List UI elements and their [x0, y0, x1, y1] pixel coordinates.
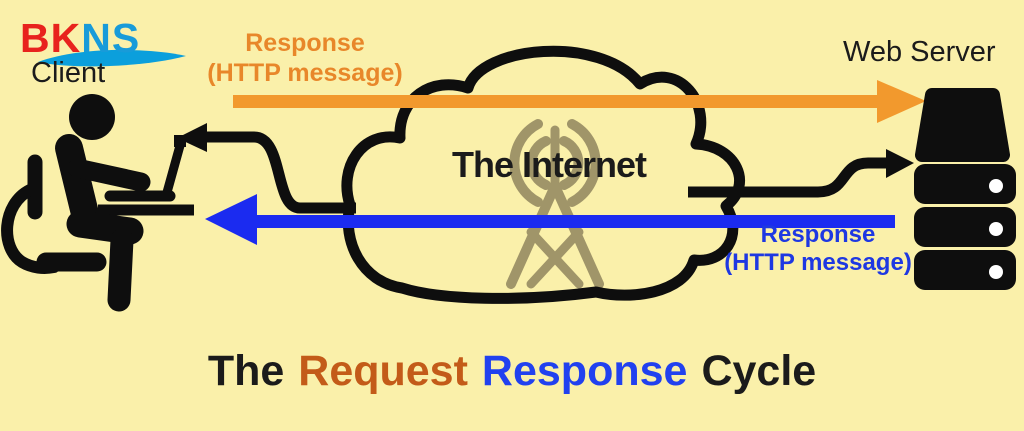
cloud-icon	[341, 45, 745, 304]
arrow-left-head-icon	[177, 123, 207, 152]
client-label: Client	[31, 57, 106, 89]
logo-red-part: BK	[20, 15, 82, 61]
internet-label: The Internet	[451, 144, 647, 185]
title-word-cycle: Cycle	[701, 347, 817, 395]
person-at-laptop-icon	[1, 94, 194, 312]
response-arrow-label-line2: (HTTP message)	[724, 249, 912, 277]
server-led-icon	[989, 222, 1003, 236]
page-title: The Request Response Cycle	[0, 347, 1024, 396]
server-led-icon	[989, 265, 1003, 279]
request-arrow-label: Response (HTTP message)	[185, 29, 425, 88]
request-arrow-label-line2: (HTTP message)	[207, 58, 403, 87]
swoosh-icon	[38, 49, 186, 67]
server-led-icon	[989, 179, 1003, 193]
title-word-response: Response	[481, 347, 688, 395]
radio-tower-icon	[506, 119, 604, 289]
arrow-left-icon	[205, 194, 895, 245]
logo-blue-part: NS	[81, 15, 141, 61]
cloud-to-client-curve	[177, 123, 356, 214]
request-arrow-label-line1: Response	[245, 29, 365, 57]
server-stack-icon	[914, 88, 1016, 290]
response-arrow-label: Response (HTTP message)	[698, 221, 938, 278]
arrow-right-icon	[233, 80, 926, 123]
title-word-the: The	[207, 347, 285, 395]
bkns-logo: BKNS	[20, 18, 140, 59]
cloud-to-server-curve	[688, 149, 914, 198]
title-word-request: Request	[298, 347, 468, 395]
web-server-label: Web Server	[843, 36, 996, 68]
arrow-right-head-icon	[886, 149, 914, 178]
response-arrow-label-line1: Response	[760, 221, 876, 248]
